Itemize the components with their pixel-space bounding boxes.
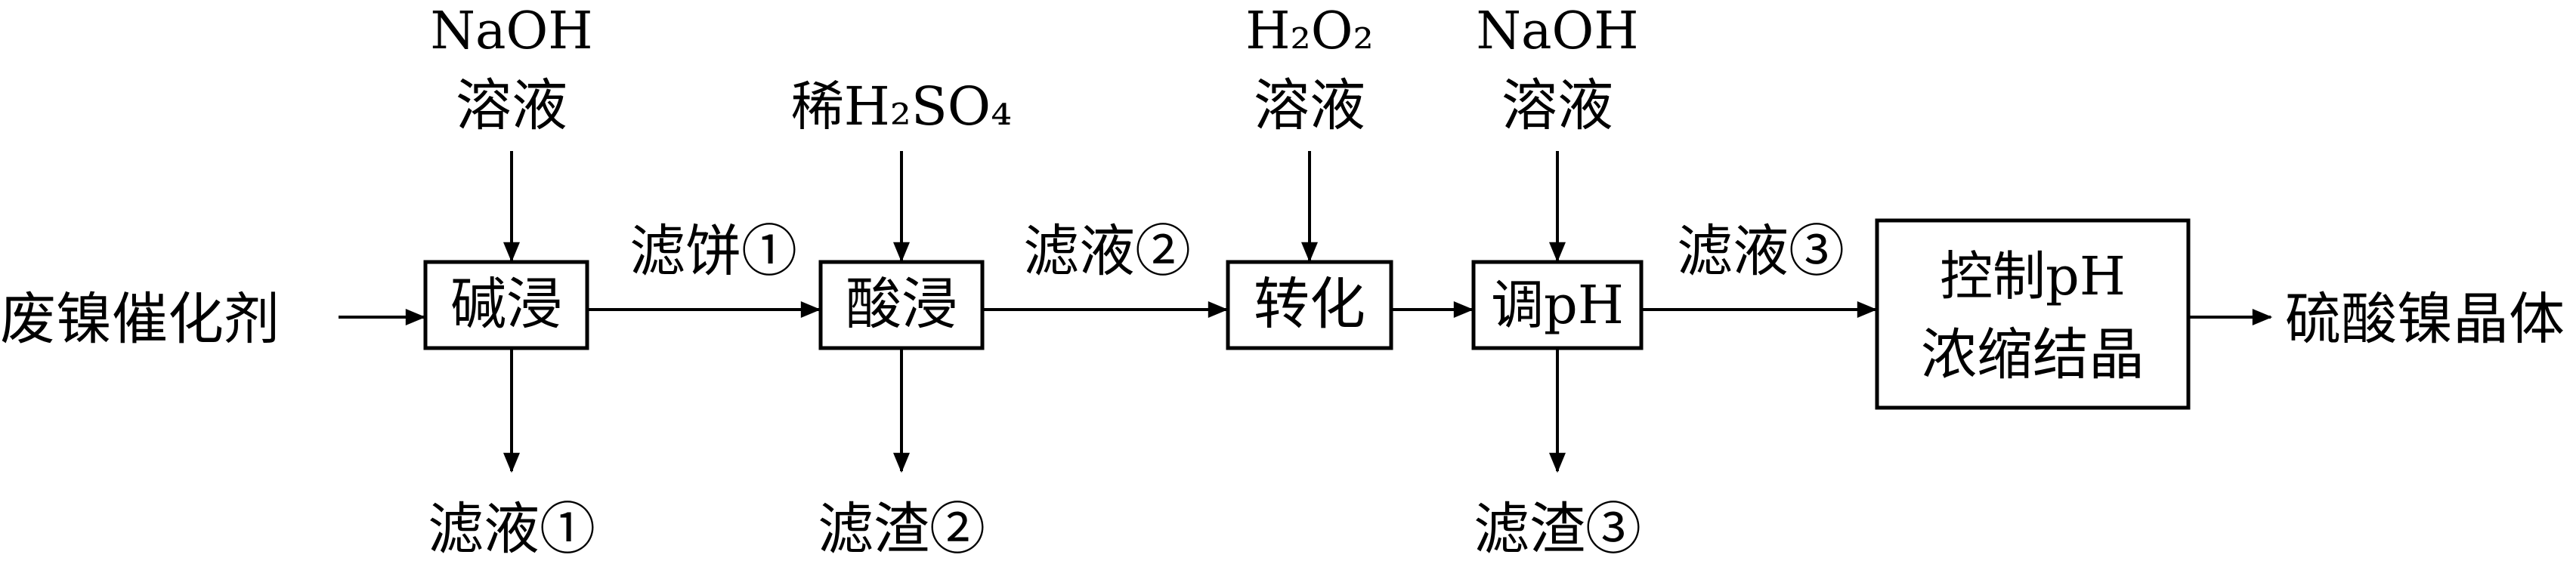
connection-step4-step5-label: 滤液③ — [1677, 219, 1845, 284]
step5-label-line1: 控制pH — [1940, 245, 2126, 307]
reagent-step3-line1: H₂O₂ — [1245, 2, 1374, 61]
step1-box: 碱浸 — [423, 260, 589, 350]
reagent-step4-line2: 溶液 — [1501, 73, 1613, 138]
reagent-step1-line1: NaOH — [430, 2, 592, 61]
step4-label: 调pH — [1491, 274, 1624, 336]
reagent-step2-label: 稀H₂SO₄ — [791, 76, 1013, 137]
product-label: 硫酸镍晶体 — [2285, 287, 2565, 352]
reagent-step4-line1: NaOH — [1476, 2, 1638, 61]
reagent-step1-line2: 溶液 — [456, 73, 567, 138]
reagent-step3-line2: 溶液 — [1254, 73, 1365, 138]
step4-box: 调pH — [1471, 260, 1644, 350]
connection-step2-step3-label: 滤液② — [1023, 219, 1191, 284]
output-step4-label: 滤渣③ — [1474, 497, 1641, 560]
step5-label-line2: 浓缩结晶 — [1921, 322, 2145, 387]
input-material-label: 废镍催化剂 — [0, 287, 280, 352]
output-step2-label: 滤渣② — [818, 497, 985, 560]
step2-box: 酸浸 — [818, 260, 985, 350]
step5-box: 控制pH 浓缩结晶 — [1875, 218, 2191, 410]
step1-label: 碱浸 — [450, 272, 562, 337]
connection-step1-step2-label: 滤饼① — [629, 219, 797, 284]
output-step1-label: 滤液① — [428, 497, 595, 560]
step3-label: 转化 — [1254, 272, 1365, 337]
step2-label: 酸浸 — [846, 272, 957, 337]
step3-box: 转化 — [1226, 260, 1393, 350]
